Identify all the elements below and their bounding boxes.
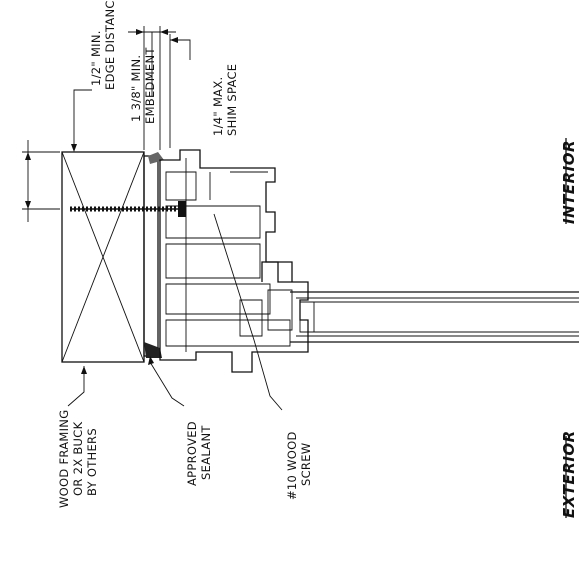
shim-space-label-line2: SHIM SPACE xyxy=(225,64,239,136)
screw-label-line2: SCREW xyxy=(299,443,313,486)
edge-distance-label-line1: 1/2" MIN. xyxy=(89,30,103,86)
wood-framing-block xyxy=(61,151,145,363)
embedment-label-line1: 1 3/8" MIN. xyxy=(129,55,143,122)
shim-space-label-line1: 1/4" MAX. xyxy=(211,77,225,136)
embedment-dimension xyxy=(128,26,176,150)
wood-framing-label-line2: OR 2X BUCK xyxy=(71,421,85,496)
window-frame-profile xyxy=(159,149,309,373)
exterior-label: EXTERIOR xyxy=(560,430,578,518)
embedment-label-line2: EMBEDMENT xyxy=(143,47,157,124)
wood-framing-label-line1: WOOD FRAMING xyxy=(57,410,71,508)
shim-space-dimension xyxy=(169,34,191,148)
glazing-unit xyxy=(290,291,579,343)
wood-framing-label-line3: BY OTHERS xyxy=(85,428,99,496)
interior-label: INTERIOR xyxy=(560,140,578,224)
edge-distance-label-line2: EDGE DISTANCE xyxy=(103,0,117,90)
label-leaders xyxy=(67,213,283,411)
sealant-strip xyxy=(143,152,164,358)
sealant-label-line2: SEALANT xyxy=(199,425,213,480)
edge-distance-dimension xyxy=(22,89,92,222)
wood-screw xyxy=(70,201,186,217)
screw-label-line1: #10 WOOD xyxy=(285,431,299,500)
sealant-label-line1: APPROVED xyxy=(185,421,199,486)
